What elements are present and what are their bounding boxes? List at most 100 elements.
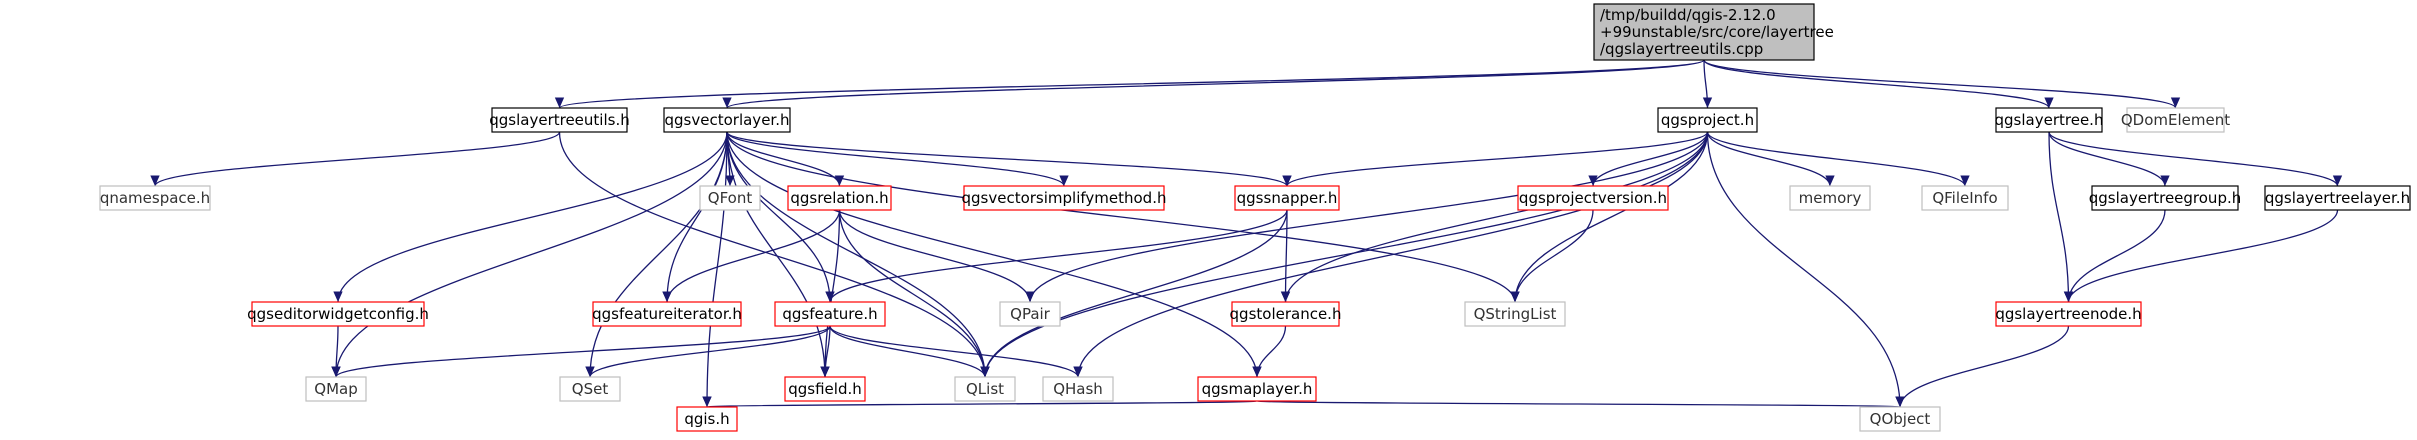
edge-qgsvectorlayer-to-qgsfeature xyxy=(726,131,835,303)
node-box xyxy=(787,185,892,211)
node-label: qgis.h xyxy=(684,410,729,428)
node-box xyxy=(305,376,367,402)
edge-root-to-qgslayertree xyxy=(1703,59,2054,109)
edge-qgsvectorlayer-to-qgsvectorsimplifymethod xyxy=(726,131,1069,187)
node-qgslayertreelayer[interactable]: qgslayertreelayer.h xyxy=(2264,185,2411,211)
edge-qgsrelation-to-qgsfeatureiterator xyxy=(662,209,841,303)
edge-qgsprojectversion-to-qstringlist xyxy=(1510,209,1594,303)
node-label: qgslayertreegroup.h xyxy=(2089,189,2242,207)
node-qlist[interactable]: QList xyxy=(954,376,1016,402)
node-label: QMap xyxy=(314,380,357,398)
edge-qgslayertreelayer-to-qgslayertreenode xyxy=(2063,209,2339,303)
node-label: QObject xyxy=(1870,410,1931,428)
node-qdomelement[interactable]: QDomElement xyxy=(2121,107,2230,133)
node-qgslayertreeutils[interactable]: qgslayertreeutils.h xyxy=(489,107,630,133)
node-label: QDomElement xyxy=(2121,111,2230,129)
edge-qgsproject-to-qgssnapper xyxy=(1282,131,1709,187)
node-qpair[interactable]: QPair xyxy=(999,301,1061,327)
node-qhash[interactable]: QHash xyxy=(1042,376,1114,402)
node-qfont[interactable]: QFont xyxy=(699,185,761,211)
edge-qgslayertreeutils-to-qnamespace xyxy=(150,131,561,187)
node-qgsprojectversion[interactable]: qgsprojectversion.h xyxy=(1517,185,1669,211)
node-label: qgslayertree.h xyxy=(1995,111,2104,129)
node-box xyxy=(1657,107,1758,133)
node-box xyxy=(1921,185,2009,211)
edge-qgsproject-to-qobject xyxy=(1706,131,1905,408)
node-label: qgsprojectversion.h xyxy=(1519,189,1667,207)
node-box xyxy=(1593,3,1815,61)
node-label: qgsvectorlayer.h xyxy=(665,111,790,129)
node-qgssnapper[interactable]: qgssnapper.h xyxy=(1234,185,1340,211)
edge-qgsvectorlayer-to-qgsfeatureiterator xyxy=(662,131,728,303)
edge-qgsfeature-to-qhash xyxy=(829,325,1083,378)
node-label: qgsvectorsimplifymethod.h xyxy=(962,189,1167,207)
node-box xyxy=(1995,301,2142,327)
edge-qgsmaplayer-to-qobject xyxy=(1256,395,1903,408)
node-qgis[interactable]: qgis.h xyxy=(676,406,738,432)
edge-qgssnapper-to-qgstolerance xyxy=(1280,209,1291,303)
edge-qgslayertree-to-qgslayertreegroup xyxy=(2048,131,2170,187)
root-node[interactable]: /tmp/buildd/qgis-2.12.0+99unstable/src/c… xyxy=(1593,3,1834,61)
node-box xyxy=(999,301,1061,327)
node-qgsrelation[interactable]: qgsrelation.h xyxy=(787,185,892,211)
node-box xyxy=(2126,107,2225,133)
edge-qgsproject-to-qgsprojectversion xyxy=(1588,131,1709,187)
node-qgstolerance[interactable]: qgstolerance.h xyxy=(1230,301,1342,327)
node-qgsfeatureiterator[interactable]: qgsfeatureiterator.h xyxy=(592,301,742,327)
edge-qgsfeature-to-qset xyxy=(585,325,831,378)
node-box xyxy=(1517,185,1669,211)
node-label: QStringList xyxy=(1474,305,1557,323)
node-label: QSet xyxy=(572,380,609,398)
node-qset[interactable]: QSet xyxy=(559,376,621,402)
node-qgsfield[interactable]: qgsfield.h xyxy=(784,376,866,402)
node-qgsproject[interactable]: qgsproject.h xyxy=(1657,107,1758,133)
root-label-line: +99unstable/src/core/layertree xyxy=(1600,23,1834,41)
node-box xyxy=(1234,185,1340,211)
edge-qgsproject-to-qfileinfo xyxy=(1706,131,1970,187)
node-qgslayertreegroup[interactable]: qgslayertreegroup.h xyxy=(2089,185,2242,211)
edge-qgslayertreeutils-to-qlist xyxy=(558,131,990,378)
node-qgsvectorsimplifymethod[interactable]: qgsvectorsimplifymethod.h xyxy=(962,185,1167,211)
node-qgslayertreenode[interactable]: qgslayertreenode.h xyxy=(1995,301,2142,327)
edge-qgsmaplayer-to-qgis xyxy=(704,395,1258,408)
edge-root-to-qdomelement xyxy=(1703,59,2180,109)
node-box xyxy=(954,376,1016,402)
edge-qgsvectorlayer-to-qstringlist xyxy=(726,131,1520,303)
node-box xyxy=(1042,376,1114,402)
node-memory[interactable]: memory xyxy=(1789,185,1871,211)
edge-qgsvectorlayer-to-qgsrelation xyxy=(726,131,845,187)
edge-qgsrelation-to-qpair xyxy=(838,209,1035,303)
node-label: qgslayertreelayer.h xyxy=(2265,189,2410,207)
edge-qgsvectorlayer-to-qgsmaplayer xyxy=(726,131,1262,378)
node-qgsmaplayer[interactable]: qgsmaplayer.h xyxy=(1197,376,1317,402)
node-box xyxy=(1464,301,1566,327)
edge-qgsvectorlayer-to-qset xyxy=(585,131,728,378)
node-box xyxy=(491,107,628,133)
node-qstringlist[interactable]: QStringList xyxy=(1464,301,1566,327)
node-qgsvectorlayer[interactable]: qgsvectorlayer.h xyxy=(663,107,791,133)
edge-qgsfeature-to-qgsfield xyxy=(820,325,831,378)
node-box xyxy=(1859,406,1941,432)
edge-root-to-qgslayertreeutils xyxy=(555,59,1705,109)
edge-qgsvectorlayer-to-qmap xyxy=(331,131,728,378)
node-label: memory xyxy=(1799,189,1862,207)
node-box xyxy=(99,185,211,211)
edge-qgsfeature-to-qlist xyxy=(829,325,990,378)
node-label: qgsfeature.h xyxy=(782,305,877,323)
edge-qgslayertree-to-qgslayertreelayer xyxy=(2048,131,2343,187)
node-qgseditorwidgetconfig[interactable]: qgseditorwidgetconfig.h xyxy=(247,301,429,327)
node-qnamespace[interactable]: qnamespace.h xyxy=(99,185,211,211)
node-qobject[interactable]: QObject xyxy=(1859,406,1941,432)
edge-qgsrelation-to-qlist xyxy=(838,209,990,378)
node-label: QFont xyxy=(708,189,753,207)
node-label: qgsfield.h xyxy=(788,380,862,398)
node-qgslayertree[interactable]: qgslayertree.h xyxy=(1995,107,2104,133)
node-box xyxy=(592,301,742,327)
edge-qgsvectorlayer-to-qgssnapper xyxy=(726,131,1292,187)
node-box xyxy=(676,406,738,432)
node-box xyxy=(774,301,886,327)
node-qfileinfo[interactable]: QFileInfo xyxy=(1921,185,2009,211)
node-label: qgsmaplayer.h xyxy=(1202,380,1313,398)
node-qgsfeature[interactable]: qgsfeature.h xyxy=(774,301,886,327)
node-qmap[interactable]: QMap xyxy=(305,376,367,402)
